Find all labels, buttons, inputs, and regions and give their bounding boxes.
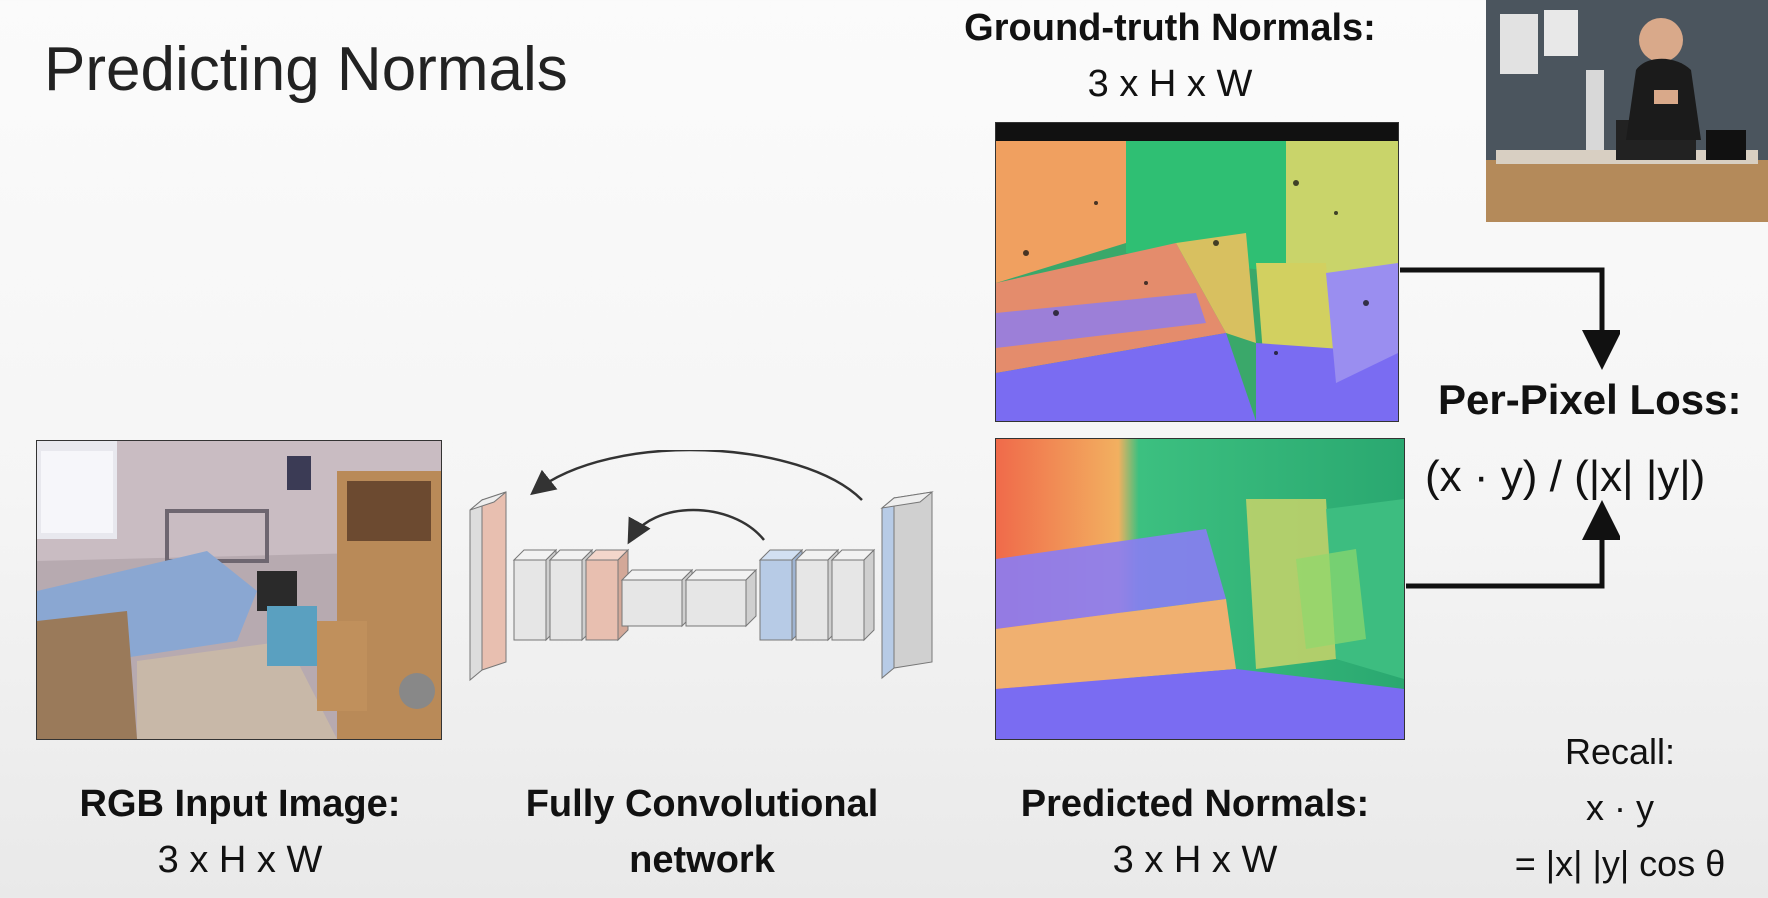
arrow-ground-truth-to-loss bbox=[1400, 267, 1620, 370]
predicted-dims: 3 x H x W bbox=[1112, 839, 1278, 881]
ground-truth-label: Ground-truth Normals: bbox=[964, 7, 1376, 49]
network-label-line1: Fully Convolutional bbox=[525, 783, 879, 825]
loss-title: Per-Pixel Loss: bbox=[1438, 376, 1742, 423]
bottleneck-block-1 bbox=[620, 568, 694, 628]
slide-title: Predicting Normals bbox=[44, 35, 568, 104]
network-label-line2: network bbox=[629, 839, 775, 881]
decoder-block-3 bbox=[830, 548, 876, 642]
recall-label: Recall: bbox=[1564, 731, 1676, 772]
decoder-output-layer bbox=[880, 491, 934, 680]
recall-identity: = |x| |y| cos θ bbox=[1514, 843, 1726, 884]
predicted-label: Predicted Normals: bbox=[1020, 783, 1370, 825]
input-label-block: RGB Input Image: 3 x H x W bbox=[30, 776, 450, 888]
input-label: RGB Input Image: bbox=[79, 783, 401, 825]
encoder-block-3 bbox=[584, 548, 630, 642]
network-label-block: Fully Convolutional network bbox=[492, 776, 912, 888]
fcn-diagram bbox=[469, 450, 934, 682]
recall-block: Recall: x · y = |x| |y| cos θ bbox=[1470, 724, 1768, 892]
rgb-input-image bbox=[36, 440, 442, 740]
skip-connection-inner bbox=[627, 508, 765, 545]
bottleneck-block-2 bbox=[684, 568, 758, 628]
input-dims: 3 x H x W bbox=[157, 839, 323, 881]
encoder-input-layer bbox=[469, 491, 507, 682]
ground-truth-normals-image bbox=[995, 122, 1399, 422]
recall-dot-product: x · y bbox=[1586, 787, 1654, 828]
speaker-video-inset bbox=[1486, 0, 1768, 222]
predicted-label-block: Predicted Normals: 3 x H x W bbox=[990, 776, 1400, 888]
encoder-block-2 bbox=[548, 548, 594, 642]
arrow-predicted-to-loss bbox=[1406, 500, 1620, 589]
ground-truth-dims: 3 x H x W bbox=[1087, 63, 1253, 105]
loss-connectors bbox=[1400, 267, 1620, 589]
predicted-normals-image bbox=[995, 438, 1405, 740]
loss-formula: (x · y) / (|x| |y|) bbox=[1425, 452, 1706, 501]
ground-truth-label-block: Ground-truth Normals: 3 x H x W bbox=[960, 0, 1380, 112]
skip-connection-outer bbox=[530, 450, 863, 501]
